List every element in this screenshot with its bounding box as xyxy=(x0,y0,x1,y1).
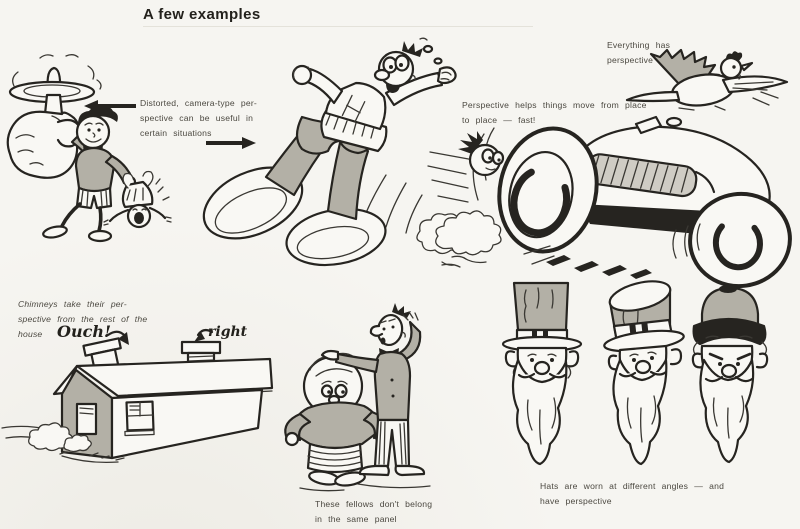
page-title: A few examples xyxy=(143,6,261,23)
illustration-flying-bird xyxy=(625,48,789,111)
caption-everything-perspective: Everything has perspective xyxy=(607,40,671,65)
illustration-three-hat-men xyxy=(501,280,769,466)
illustration-leaping-man xyxy=(202,37,471,268)
arrow-right-icon xyxy=(206,137,256,149)
illustration-mismatched-fellows xyxy=(284,303,431,492)
hat-man-low xyxy=(691,285,769,464)
illustration-house-chimneys xyxy=(1,337,274,464)
curved-arrow-down-right-icon xyxy=(106,330,129,345)
illustration-spinning-finger-boy xyxy=(6,54,172,243)
hat-man-tilted xyxy=(603,280,685,466)
caption-hats: Hats are worn at different angles — and … xyxy=(540,481,725,506)
caption-fellows: These fellows don't belong in the same p… xyxy=(315,499,433,524)
caption-chimneys: Chimneys take their per- spective from t… xyxy=(18,299,148,339)
label-ouch: Ouch! xyxy=(57,322,111,341)
label-right: right xyxy=(208,324,248,340)
caption-move-fast: Perspective helps things move from place… xyxy=(462,100,647,125)
caption-distorted-perspective: Distorted, camera-type per- spective can… xyxy=(140,98,257,138)
scan-rule-line xyxy=(143,26,533,27)
arrow-left-icon xyxy=(84,100,136,112)
hat-man-straight xyxy=(501,281,583,466)
illustration-speeding-car xyxy=(427,115,792,289)
curved-arrow-down-left-icon xyxy=(194,328,214,342)
